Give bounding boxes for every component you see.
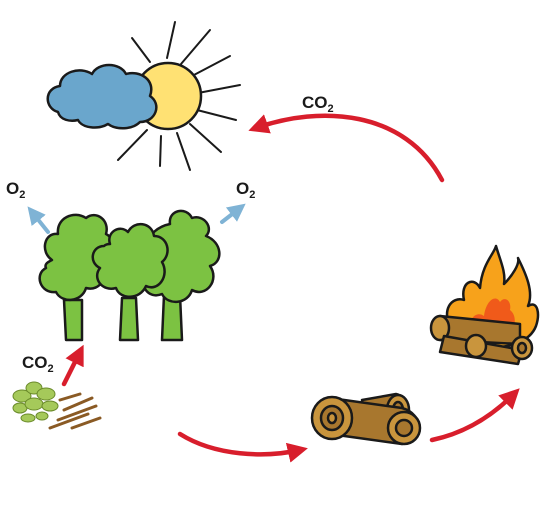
arrow-o2-left [27,206,50,234]
arrow-logs-to-fire [429,388,520,443]
arrow-fire-to-sky [248,113,445,183]
trees-icon [38,209,221,342]
o2-right-base: O [236,179,250,198]
co2-top-sub: 2 [327,103,334,115]
arrow-ground-to-logs [177,431,308,463]
co2-top-base: CO [302,93,328,112]
cloud-icon [46,63,158,130]
o2-left-sub: 2 [19,189,26,201]
logs-icon [310,392,422,446]
leaf-litter-icon [12,381,102,430]
o2-right-sub: 2 [249,189,256,201]
co2-label-top: CO2 [302,94,334,115]
arrow-o2-right [220,203,246,224]
arrow-ground-to-trees [61,344,84,387]
co2-ground-base: CO [22,353,48,372]
campfire-icon [429,244,540,366]
co2-label-ground: CO2 [22,354,54,375]
o2-label-left: O2 [6,180,25,201]
co2-ground-sub: 2 [47,363,54,375]
o2-left-base: O [6,179,20,198]
o2-label-right: O2 [236,180,255,201]
